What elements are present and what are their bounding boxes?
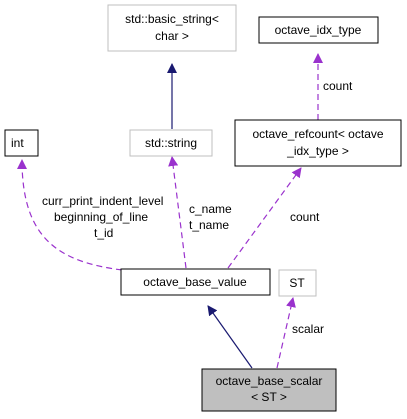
- edge-base-value-to-base-scalar: [207, 305, 253, 369]
- edge-label-scalar: scalar: [292, 322, 324, 336]
- edge-st-to-base-scalar: scalar: [276, 297, 324, 369]
- node-std-basic-string-line2: char >: [155, 29, 189, 43]
- edge-label-t-id: t_id: [94, 226, 113, 240]
- node-st[interactable]: ST: [278, 269, 317, 297]
- node-int[interactable]: int: [4, 129, 39, 157]
- edge-refcount-to-base-value: count: [227, 167, 320, 269]
- edge-idx-type-to-refcount: count: [313, 53, 353, 120]
- node-octave-refcount[interactable]: octave_refcount< octave _idx_type >: [234, 119, 402, 167]
- node-std-basic-string-line1: std::basic_string<: [125, 12, 219, 26]
- node-int-label: int: [11, 136, 24, 150]
- node-octave-refcount-line2: _idx_type >: [286, 144, 349, 158]
- node-std-basic-string[interactable]: std::basic_string< char >: [107, 4, 237, 52]
- node-st-label: ST: [289, 276, 305, 290]
- node-octave-idx-type[interactable]: octave_idx_type: [258, 16, 379, 44]
- node-octave-base-value-label: octave_base_value: [143, 275, 247, 289]
- edge-string-to-base-value: c_name t_name: [168, 156, 232, 269]
- edge-label-t-name: t_name: [189, 218, 229, 232]
- node-octave-refcount-line1: octave_refcount< octave: [252, 127, 383, 141]
- node-octave-base-scalar-line2: < ST >: [251, 390, 287, 404]
- node-octave-base-scalar[interactable]: octave_base_scalar < ST >: [201, 368, 337, 412]
- edge-int-to-base-value: curr_print_indent_level beginning_of_lin…: [17, 159, 163, 271]
- edge-label-curr-print-indent-level: curr_print_indent_level: [42, 194, 163, 208]
- node-std-string-label: std::string: [145, 136, 197, 150]
- node-octave-base-scalar-line1: octave_base_scalar: [216, 374, 323, 388]
- edge-label-beginning-of-line: beginning_of_line: [54, 210, 148, 224]
- edge-label-refcount-count: count: [323, 79, 353, 93]
- edge-label-c-name: c_name: [189, 202, 232, 216]
- node-octave-base-value[interactable]: octave_base_value: [120, 268, 271, 296]
- node-std-string[interactable]: std::string: [129, 129, 213, 157]
- node-octave-idx-type-label: octave_idx_type: [275, 23, 362, 37]
- edge-label-base-value-count: count: [290, 210, 320, 224]
